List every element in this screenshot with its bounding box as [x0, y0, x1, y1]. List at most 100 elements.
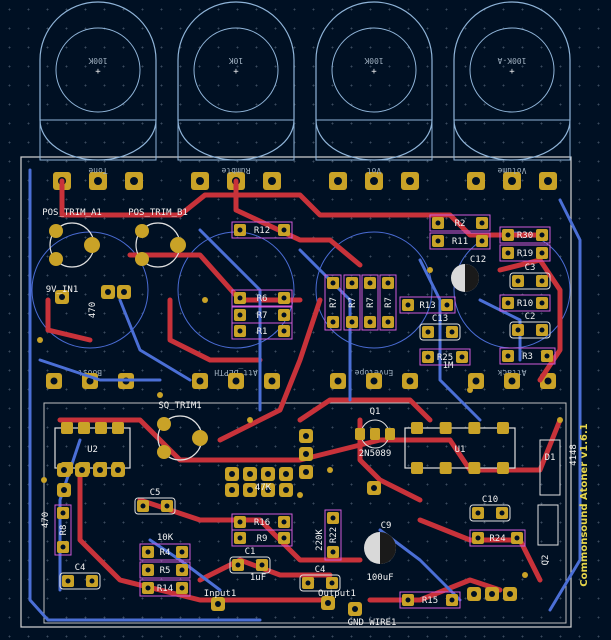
pad-hole	[229, 487, 235, 493]
bottom-copper-trace	[58, 438, 82, 592]
resistor-ref-label: R4	[160, 548, 171, 558]
pad-hole	[544, 177, 552, 185]
capacitor-outline	[509, 272, 551, 290]
top-copper-trace	[127, 252, 303, 303]
via	[297, 492, 303, 498]
pad-hole	[303, 469, 309, 475]
pad-hole	[330, 515, 336, 521]
resistor-ref-label: R22	[329, 527, 339, 543]
ic-pin	[439, 422, 452, 434]
pot-center-mark: +	[509, 67, 515, 77]
trimmer-ref-label: POS_TRIM_A1	[42, 208, 102, 218]
pad-hole	[367, 280, 373, 286]
pad-hole	[330, 280, 336, 286]
pad-hole	[425, 329, 431, 335]
pad-hole	[435, 238, 441, 244]
mid-pot-ref-label: Boost	[78, 368, 102, 377]
top-copper-trace	[367, 577, 503, 603]
capacitor-outline	[509, 321, 551, 339]
pad-hole	[61, 467, 67, 473]
capacitor-ref-label: C2	[525, 312, 536, 322]
resistor-ref-label: R11	[452, 237, 468, 247]
pad-hole	[105, 289, 111, 295]
resistor-ref-label: R1	[257, 327, 268, 337]
pad-hole	[283, 487, 289, 493]
transistor-pad	[370, 428, 380, 440]
pad-hole	[508, 377, 516, 385]
top-copper-trace	[417, 517, 543, 583]
resistor-outline	[324, 274, 342, 331]
resistor-ref-label: R10	[517, 299, 533, 309]
pad-hole	[130, 177, 138, 185]
pad-hole	[89, 578, 95, 584]
pad-hole	[268, 177, 276, 185]
capacitor-ref-label: C1	[245, 547, 256, 557]
c9-value-label: 100uF	[366, 573, 393, 583]
pad-hole	[164, 503, 170, 509]
resistor-ref-label: R16	[254, 518, 270, 528]
pad-hole	[330, 319, 336, 325]
resistor-outline	[139, 561, 191, 579]
pad-hole	[539, 232, 545, 238]
via	[557, 417, 563, 423]
pad-hole	[303, 451, 309, 457]
resistor-ref-label: R7	[329, 297, 339, 308]
bottom-copper-trace	[478, 298, 522, 362]
via	[37, 337, 43, 343]
mid-pot-outline	[315, 231, 433, 349]
pad-hole	[115, 467, 121, 473]
pad-hole	[61, 487, 67, 493]
resistor-outline	[399, 296, 456, 314]
pad-hole	[265, 471, 271, 477]
mid-pot-ref-label: Envelope	[355, 368, 394, 377]
pad-hole	[330, 549, 336, 555]
pad-hole	[145, 585, 151, 591]
top-copper-trace	[497, 257, 563, 383]
resistor-ref-label: R15	[422, 596, 438, 606]
trimmer-pad	[135, 252, 149, 266]
pot-center-mark: +	[371, 67, 377, 77]
electrolytic-cap-stripe	[465, 264, 479, 292]
pot-knob-outline	[331, 27, 417, 113]
pad-hole	[60, 544, 66, 550]
resistor-outline	[499, 244, 551, 262]
pad-hole	[406, 377, 414, 385]
capacitor-outline	[469, 504, 511, 522]
bottom-copper-trace	[38, 358, 162, 382]
pad-hole	[329, 580, 335, 586]
value-label: 470	[88, 302, 98, 318]
pad-hole	[435, 220, 441, 226]
pad-hole	[232, 377, 240, 385]
pad-hole	[352, 606, 358, 612]
capacitor-ref-label: C4	[75, 563, 86, 573]
pad-hole	[544, 353, 550, 359]
resistor-outline	[499, 226, 551, 244]
capacitor-ref-label: C13	[432, 314, 448, 324]
pad-hole	[237, 295, 243, 301]
value-label: 470	[41, 512, 51, 528]
top-copper-trace	[233, 178, 363, 268]
capacitor-outline	[229, 556, 271, 574]
ic-pin	[497, 462, 509, 474]
q1-label: Q1	[370, 407, 381, 417]
ic-pin	[411, 422, 423, 434]
pad-hole	[179, 549, 185, 555]
pot-ref-label: Tone	[88, 166, 107, 175]
ic-pin	[95, 422, 107, 434]
pad-hole	[237, 227, 243, 233]
resistor-outline	[499, 294, 551, 312]
resistor-outline	[419, 348, 471, 366]
q1-value-label: 2N5089	[359, 449, 392, 459]
pad-hole	[305, 580, 311, 586]
trimmer-ref-label: SQ_TRIM1	[158, 401, 201, 411]
output-jack-label: Output1	[318, 589, 356, 599]
trimmer-pad	[157, 445, 171, 459]
capacitor-outline	[419, 323, 461, 341]
resistor-ref-label: R3	[522, 352, 533, 362]
pad-hole	[449, 597, 455, 603]
trimmer-pad	[135, 224, 149, 238]
pad-hole	[94, 177, 102, 185]
value-label: 47K	[255, 483, 272, 493]
